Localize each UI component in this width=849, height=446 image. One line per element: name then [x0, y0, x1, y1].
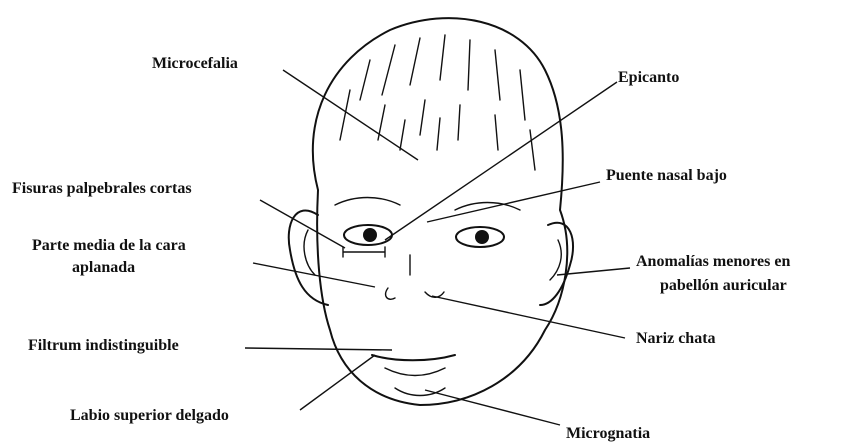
label-anomalias-2: pabellón auricular: [660, 277, 787, 294]
left-eyebrow: [335, 198, 400, 206]
lower-lip: [385, 368, 445, 376]
labels: Microcefalia Epicanto Puente nasal bajo …: [12, 55, 790, 442]
nose: [386, 255, 444, 299]
right-ear: [540, 223, 573, 305]
label-parte-media-1: Parte media de la cara: [32, 237, 186, 254]
label-parte-media-2: aplanada: [72, 259, 135, 276]
hair-strokes: [340, 35, 535, 170]
label-nariz: Nariz chata: [636, 330, 716, 347]
label-puente-nasal: Puente nasal bajo: [606, 167, 727, 184]
label-micrognatia: Micrognatia: [566, 425, 650, 442]
right-pupil: [475, 230, 489, 244]
label-anomalias-1: Anomalías menores en: [636, 253, 790, 270]
label-labio: Labio superior delgado: [70, 407, 229, 424]
chin: [395, 388, 445, 396]
left-pupil: [363, 228, 377, 242]
face-illustration: [289, 18, 573, 405]
mouth: [372, 355, 455, 360]
right-eyebrow: [455, 203, 520, 211]
label-filtrum: Filtrum indistinguible: [28, 337, 179, 354]
label-epicanto: Epicanto: [618, 69, 679, 86]
fissure-measure: [343, 247, 385, 257]
label-fisuras: Fisuras palpebrales cortas: [12, 180, 192, 197]
label-microcefalia: Microcefalia: [152, 55, 238, 72]
